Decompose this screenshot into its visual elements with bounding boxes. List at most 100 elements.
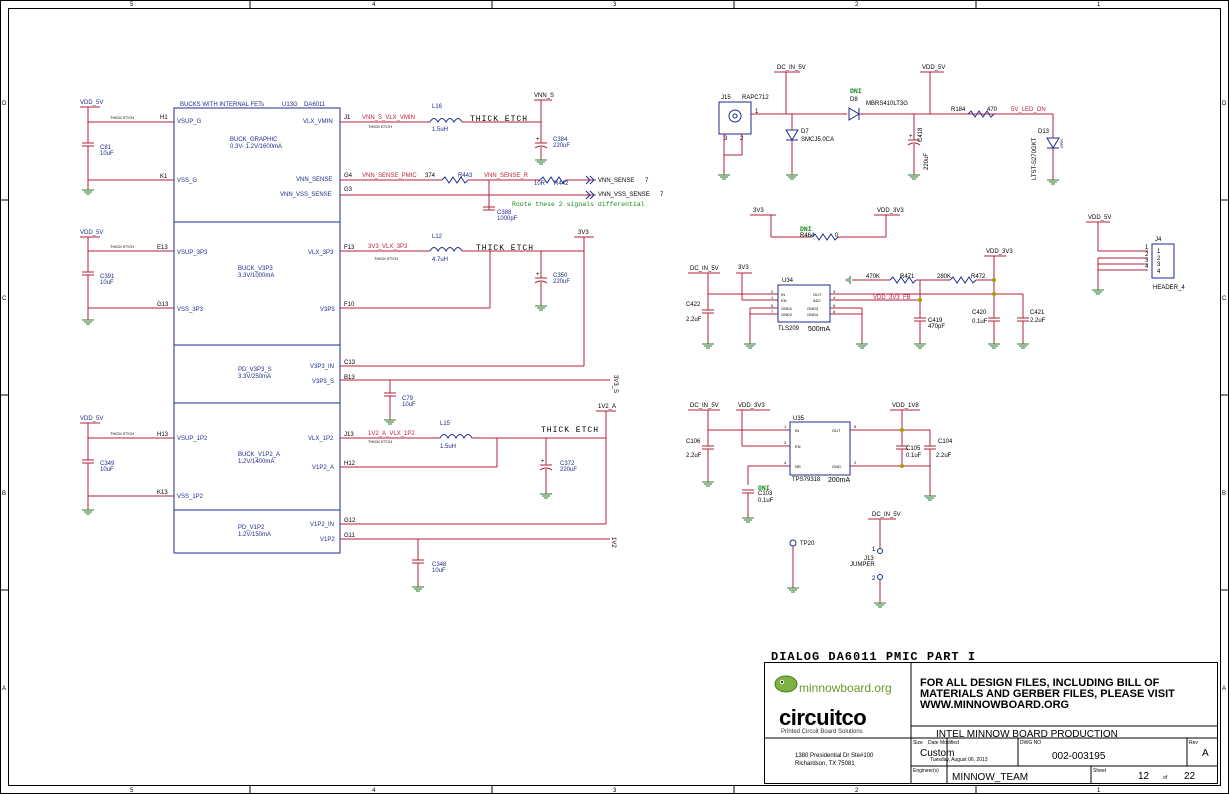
ic-current: 200mA: [828, 477, 851, 484]
block-spec: 0.3V- 1.2V/1600mA: [230, 144, 282, 150]
offpage-arrow-icon: [585, 175, 595, 185]
conn-part: RAPC712: [742, 95, 769, 101]
cap-ref: C349: [100, 461, 115, 467]
ldo-u35[interactable]: DC_IN_5V C106 2.2uF VDD_3V3 DNI C103 0.1…: [686, 403, 953, 523]
row-label: B: [2, 491, 6, 497]
pin-num: 1: [872, 547, 876, 553]
pin-name: OUT: [813, 292, 822, 297]
inductor-ref: L15: [440, 421, 451, 427]
cap-value: 2.2uF: [686, 317, 702, 323]
cap-value: 10uF: [100, 280, 114, 286]
diode-ref: D7: [801, 129, 809, 135]
ic-part: TPS79318: [792, 477, 821, 483]
pin-name: V1P2_A: [312, 465, 334, 471]
offpage-label: VNN_VSS_SENSE: [598, 192, 650, 198]
block-name: PD_V3P3_S: [238, 367, 272, 373]
pin-num: 3: [784, 440, 787, 445]
pin-num: J13: [344, 432, 354, 438]
col-label: 4: [372, 788, 376, 794]
buck-graphic-output: VNN_S_VLX_VMIN THICK ETCH L16 1.5uH THIC…: [340, 93, 664, 222]
row-label: A: [2, 686, 6, 692]
row-label: B: [1222, 491, 1226, 497]
pin-name: EN: [781, 298, 787, 303]
net-label: DC_IN_5V: [872, 512, 901, 518]
of-label: of: [1163, 775, 1168, 781]
date-label: Date Modified: [928, 740, 959, 746]
pin-num: 1: [1157, 249, 1161, 255]
cap-polarity-icon: +: [536, 137, 540, 143]
resistor-r442: [539, 176, 567, 184]
resistor-r443: [441, 176, 469, 184]
ic-u13g[interactable]: BUCKS WITH INTERNAL FETs U13G DA6011 BUC…: [157, 102, 356, 554]
net-label: DC_IN_5V: [690, 403, 719, 409]
pin-num: G3: [344, 187, 353, 193]
res-value: 470: [987, 107, 998, 113]
col-label: 2: [855, 788, 859, 794]
led-icon: [1046, 137, 1060, 149]
pin-num: 3: [1145, 258, 1149, 264]
pin-name: VSUP_1P2: [177, 436, 208, 442]
pin-num: 1: [784, 424, 787, 429]
dni-label: DNI: [758, 485, 770, 492]
inductor-value: 1.5uH: [432, 127, 448, 133]
row-label: D: [1222, 101, 1227, 107]
col-label: 4: [372, 2, 376, 8]
net-label: 5V_LED_ON: [1011, 107, 1046, 113]
pin-name: GND3: [807, 306, 819, 311]
pin-name: VLX_VMIN: [303, 119, 333, 125]
block-name: BUCK_GRAPHIC: [230, 137, 278, 143]
cap-ref: C384: [553, 137, 568, 143]
net-label: VDD_5V: [80, 100, 103, 106]
pin-num: G11: [344, 533, 356, 539]
resistor-r472: [949, 276, 977, 284]
pin-name: VSUP_G: [177, 119, 202, 125]
rev-value: A: [1202, 748, 1209, 759]
pin-num: K13: [157, 490, 168, 496]
misc-section: TP20 DC_IN_5V 1 2 J13 JUMPER: [787, 512, 901, 608]
block-name: PD_V1P2: [238, 525, 265, 531]
pin-num: 4: [833, 295, 836, 300]
cap-ref: C419: [928, 318, 943, 324]
net-label: VDD_5V: [80, 416, 103, 422]
cap-ref: C418: [918, 127, 924, 142]
pin-num: H1: [160, 115, 168, 121]
notice-line: WWW.MINNOWBOARD.ORG: [920, 699, 1069, 711]
pin-name: V3P3: [320, 307, 335, 313]
pin-num: 3: [833, 289, 836, 294]
ic-refdes: U35: [793, 416, 805, 422]
ldo-u34[interactable]: DC_IN_5V C422 2.2uF 3V3 U34 TLS209 500mA…: [686, 249, 1046, 349]
net-label: 3V3: [578, 230, 589, 236]
header-name: HEADER_4: [1153, 285, 1185, 291]
cap-polarity-icon: +: [536, 272, 540, 278]
res-ref: R472: [971, 274, 986, 280]
row-label: C: [1222, 296, 1227, 302]
res-value: 10R: [534, 181, 546, 187]
col-label: 5: [130, 788, 134, 794]
net-label: DC_IN_5V: [777, 65, 806, 71]
offpage-label: VNN_SENSE: [598, 178, 634, 184]
res-value: 0: [835, 233, 839, 239]
pin-num: B13: [344, 375, 355, 381]
dni-label: DNI: [850, 88, 862, 95]
pin-name: GND2: [781, 312, 793, 317]
routing-note: Route these 2 signals differential: [512, 201, 645, 208]
etch-label: THICK ETCH: [374, 256, 398, 261]
pin-name: IN: [795, 428, 799, 433]
pin-num: 4: [1157, 269, 1161, 275]
cap-ref: C420: [972, 310, 987, 316]
cap-value: 2.2uF: [1030, 318, 1046, 324]
header-j4: VDD_5V J4 HEADER_4 1 2 3 4 1 2 3 4: [1086, 215, 1185, 295]
etch-label: THICK ETCH: [476, 244, 534, 253]
address-line: Richardson, TX 75081: [795, 761, 855, 767]
cap-ref: C103: [758, 491, 773, 497]
cap-value: 0.1uF: [972, 319, 988, 325]
cap-ref: C391: [100, 274, 115, 280]
cap-value: 220uF: [553, 279, 570, 285]
schottky-diode-icon: [848, 107, 860, 121]
conn-ref: J15: [721, 95, 731, 101]
cap-value: 2.2uF: [936, 453, 952, 459]
res-ref: R443: [458, 173, 473, 179]
sheet-total: 22: [1184, 771, 1196, 782]
sheet-number: 12: [1138, 771, 1150, 782]
circuitco-logo-text: circuitco: [779, 705, 866, 730]
